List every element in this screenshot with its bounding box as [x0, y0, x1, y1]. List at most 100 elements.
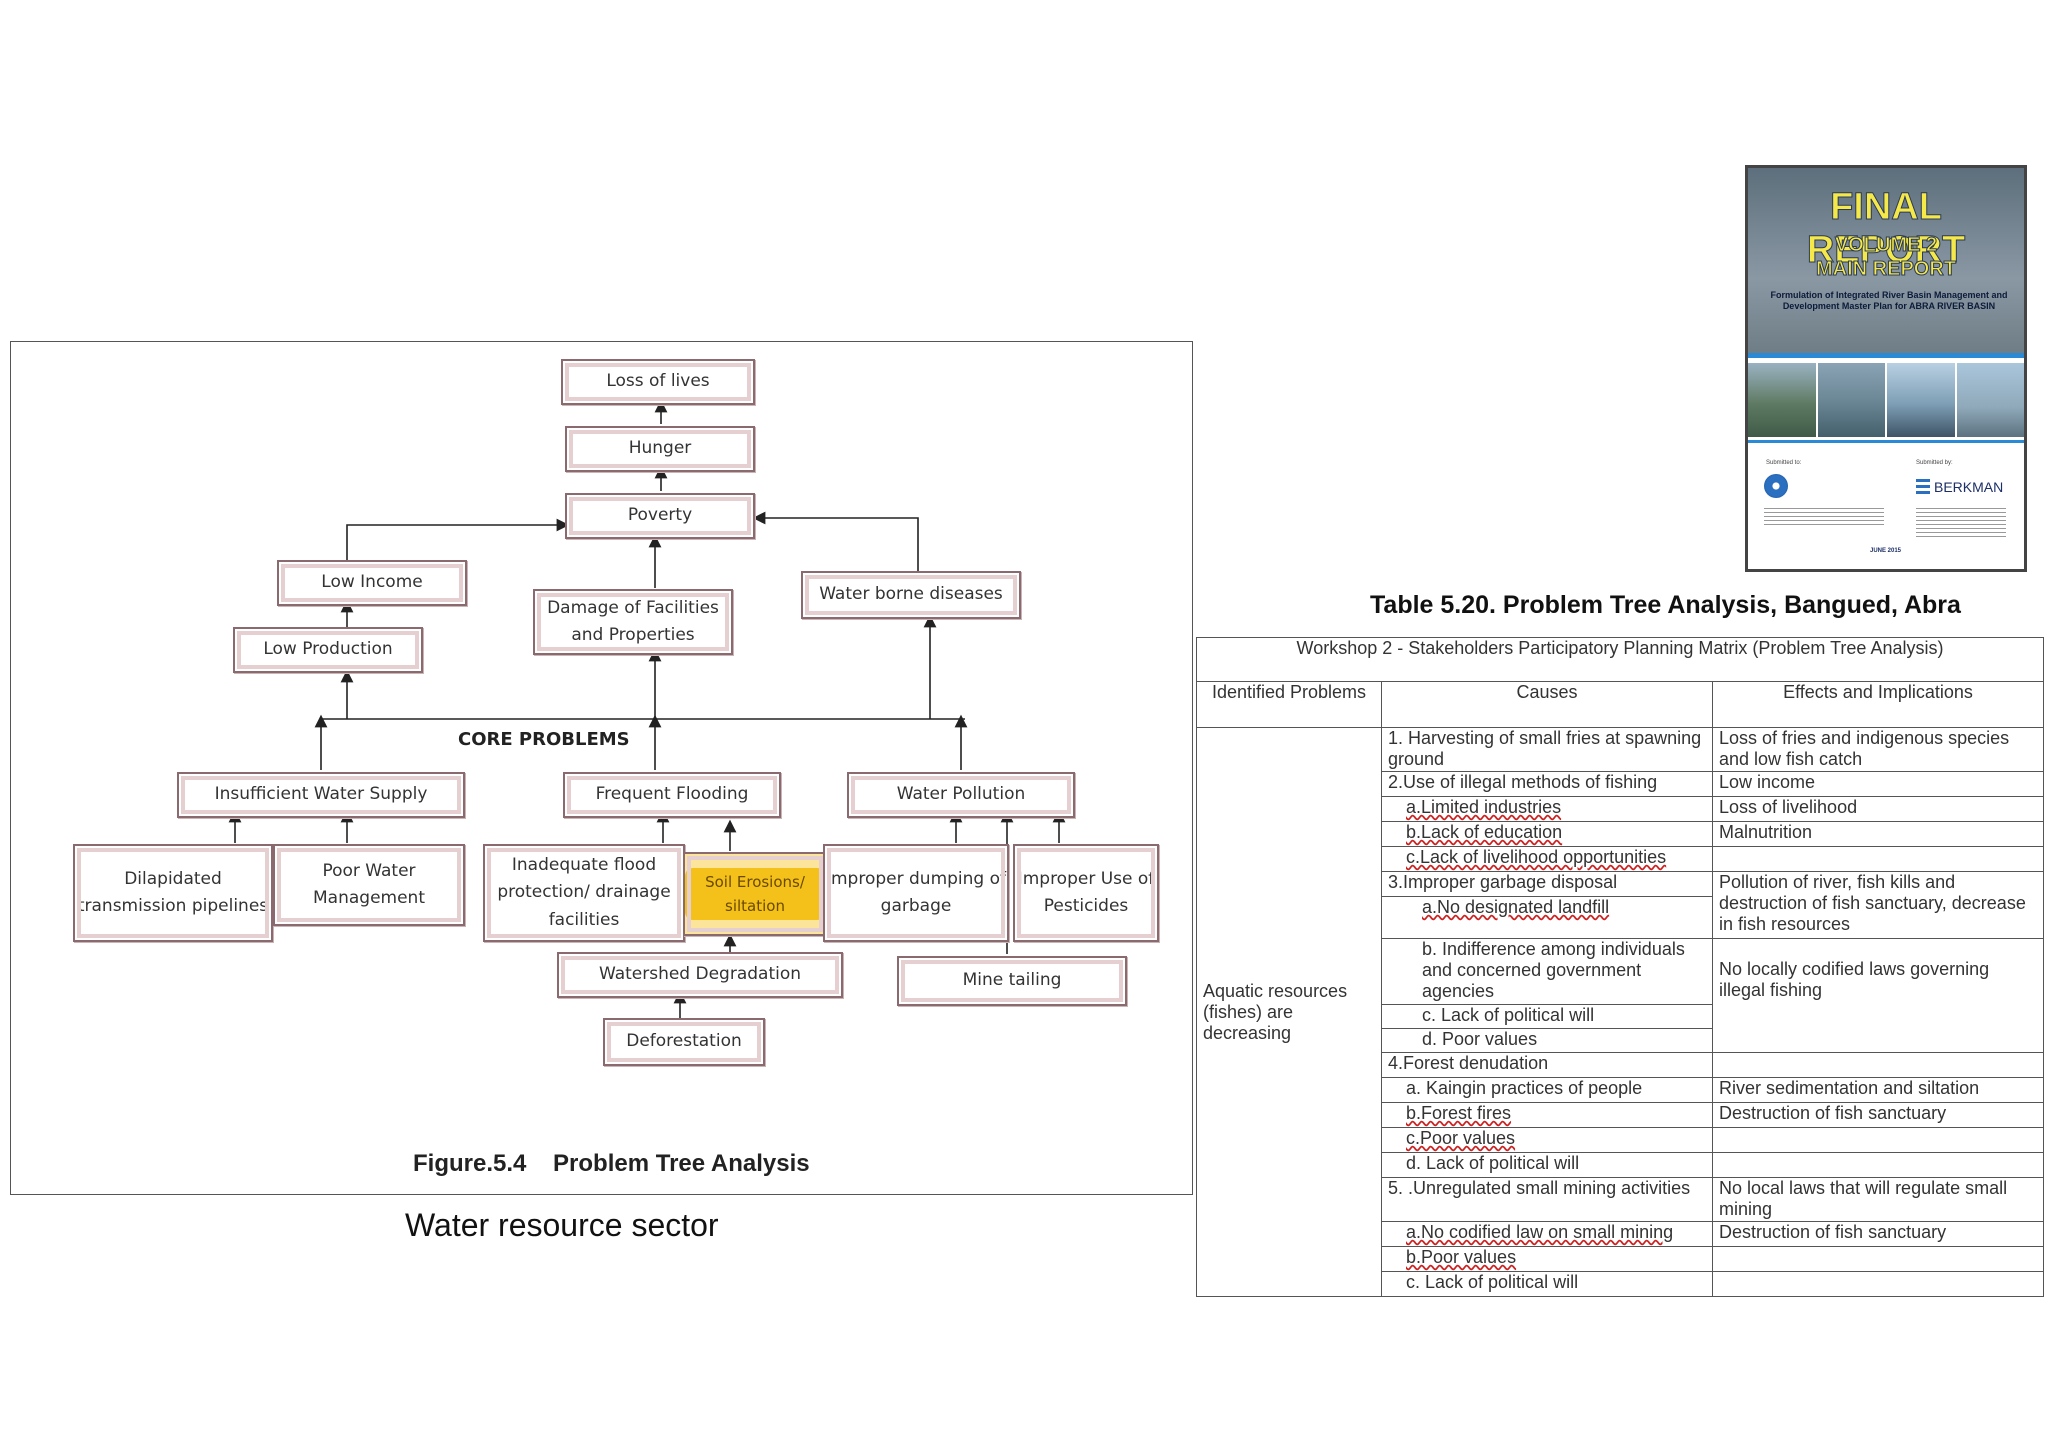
- cover-photo: [1817, 363, 1887, 437]
- node-label: Frequent Flooding: [595, 784, 749, 805]
- effect-cell: No locally codified laws governing illeg…: [1712, 938, 2044, 1053]
- node-label: Hunger: [628, 438, 692, 459]
- effect-cell: [1712, 1271, 2044, 1297]
- cause-cell: 1. Harvesting of small fries at spawning…: [1381, 727, 1713, 772]
- table-header-cell: Workshop 2 - Stakeholders Participatory …: [1196, 637, 2044, 682]
- cause-cell: a. Kaingin practices of people: [1381, 1077, 1713, 1103]
- effect-cell: [1712, 846, 2044, 872]
- cause-cell: b.Lack of education: [1381, 821, 1713, 847]
- effect-cell: [1712, 1127, 2044, 1153]
- cause-cell: d. Poor values: [1381, 1028, 1713, 1053]
- cover-date: JUNE 2015: [1870, 548, 1902, 554]
- cause-cell: c. Lack of political will: [1381, 1004, 1713, 1029]
- node-hunger: Hunger: [565, 426, 755, 472]
- cause-cell: a.Limited industries: [1381, 796, 1713, 822]
- figure-caption: Figure.5.4 Problem Tree Analysis: [413, 1150, 810, 1177]
- node-label: Water Pollution: [896, 784, 1026, 805]
- column-header: Causes: [1381, 681, 1713, 728]
- node-label: Loss of lives: [606, 371, 710, 392]
- node-label: Improper dumping of garbage: [825, 868, 1007, 916]
- node-water-pollution: Water Pollution: [847, 772, 1075, 818]
- cause-cell: b.Forest fires: [1381, 1102, 1713, 1128]
- cause-text: a.No codified law on small mining: [1406, 1222, 1674, 1243]
- core-problems-label: CORE PROBLEMS: [458, 729, 630, 750]
- node-label: Watershed Degradation: [598, 964, 802, 985]
- node-label: Low Production: [263, 639, 393, 660]
- cause-text: a.Limited industries: [1406, 797, 1562, 818]
- cause-cell: c. Lack of political will: [1381, 1271, 1713, 1297]
- cause-cell: c.Lack of livelihood opportunities: [1381, 846, 1713, 872]
- node-dilapidated-pipelines: Dilapidated transmission pipelines: [73, 844, 273, 942]
- effect-cell: [1712, 1052, 2044, 1078]
- cover-main: MAIN REPORT: [1816, 258, 1957, 281]
- effect-cell: Low income: [1712, 771, 2044, 797]
- cause-text: b.Forest fires: [1406, 1103, 1512, 1124]
- node-label: Inadequate flood protection/ drainage fa…: [497, 855, 671, 930]
- effect-cell: Loss of livelihood: [1712, 796, 2044, 822]
- problem-tree-figure: Loss of lives Hunger Poverty Low Income …: [10, 341, 1193, 1195]
- node-label: Mine tailing: [962, 970, 1062, 991]
- effect-cell: Destruction of fish sanctuary: [1712, 1221, 2044, 1247]
- node-watershed-degradation: Watershed Degradation: [557, 952, 843, 998]
- node-label: Low Income: [321, 572, 423, 593]
- node-low-production: Low Production: [233, 627, 423, 673]
- cause-cell: a.No designated landfill: [1381, 896, 1713, 939]
- cause-cell: d. Lack of political will: [1381, 1152, 1713, 1178]
- column-header: Identified Problems: [1196, 681, 1382, 728]
- effect-cell: [1712, 1246, 2044, 1272]
- identified-problem-cell: Aquatic resources (fishes) are decreasin…: [1196, 727, 1382, 1297]
- node-insufficient-water-supply: Insufficient Water Supply: [177, 772, 465, 818]
- cover-submitted-by: Submitted by:: [1916, 460, 1953, 466]
- cause-cell: a.No codified law on small mining: [1381, 1221, 1713, 1247]
- cause-cell: b.Poor values: [1381, 1246, 1713, 1272]
- node-deforestation: Deforestation: [603, 1018, 765, 1066]
- column-header: Effects and Implications: [1712, 681, 2044, 728]
- effect-cell: Pollution of river, fish kills and destr…: [1712, 871, 2044, 939]
- effect-cell: [1712, 1152, 2044, 1178]
- node-label: Soil Erosions/ siltation: [685, 868, 825, 920]
- effect-cell: River sedimentation and siltation: [1712, 1077, 2044, 1103]
- node-loss-of-lives: Loss of lives: [561, 359, 755, 405]
- cover-fine-print: [1916, 508, 2006, 538]
- cause-cell: b. Indifference among individuals and co…: [1381, 938, 1713, 1005]
- node-label: Poverty: [627, 505, 693, 526]
- cause-cell: 4.Forest denudation: [1381, 1052, 1713, 1078]
- cover-submitted-to: Submitted to:: [1766, 460, 1802, 466]
- sector-caption: Water resource sector: [405, 1207, 719, 1243]
- berkman-logo-icon: [1916, 479, 1930, 497]
- node-label: Poor Water Management: [313, 860, 425, 908]
- node-frequent-flooding: Frequent Flooding: [563, 772, 781, 818]
- cause-text: b.Lack of education: [1406, 822, 1563, 843]
- cover-photo: [1887, 363, 1957, 437]
- node-label: Improper Use of Pesticides: [1017, 868, 1155, 916]
- cause-text: c.Lack of livelihood opportunities: [1406, 847, 1667, 868]
- node-mine-tailing: Mine tailing: [897, 956, 1127, 1006]
- cover-photos: [1748, 363, 2024, 437]
- cause-cell: 3.Improper garbage disposal: [1381, 871, 1713, 897]
- node-water-borne-diseases: Water borne diseases: [801, 571, 1021, 619]
- node-damage-facilities: Damage of Facilities and Properties: [533, 589, 733, 655]
- cover-title: FINAL REPORT: [1806, 186, 1966, 272]
- cover-subtitle: Formulation of Integrated River Basin Ma…: [1770, 290, 2008, 311]
- node-label: Water borne diseases: [819, 584, 1003, 605]
- cover-berkman: BERKMAN: [1934, 479, 2004, 495]
- effect-cell: No local laws that will regulate small m…: [1712, 1177, 2044, 1222]
- node-label: Insufficient Water Supply: [214, 784, 428, 805]
- node-poor-water-management: Poor Water Management: [273, 844, 465, 926]
- cause-text: b.Poor values: [1406, 1247, 1517, 1268]
- cover-divider: [1748, 353, 2024, 358]
- node-improper-pesticides: Improper Use of Pesticides: [1013, 844, 1159, 942]
- denr-logo-icon: [1764, 474, 1788, 498]
- node-improper-dumping: Improper dumping of garbage: [823, 844, 1009, 942]
- problem-tree-table: Workshop 2 - Stakeholders Participatory …: [1196, 637, 2044, 1297]
- effect-cell: Destruction of fish sanctuary: [1712, 1102, 2044, 1128]
- cover-photo: [1748, 363, 1818, 437]
- node-label: Damage of Facilities and Properties: [547, 597, 719, 645]
- effect-cell: Loss of fries and indigenous species and…: [1712, 727, 2044, 772]
- effect-cell: Malnutrition: [1712, 821, 2044, 847]
- cause-text: c.Poor values: [1406, 1128, 1516, 1149]
- tree-connectors: [228, 399, 1066, 1018]
- node-soil-erosion-highlighted: Soil Erosions/ siltation: [683, 852, 827, 936]
- cover-photo: [1956, 363, 2024, 437]
- cover-divider: [1748, 440, 2024, 443]
